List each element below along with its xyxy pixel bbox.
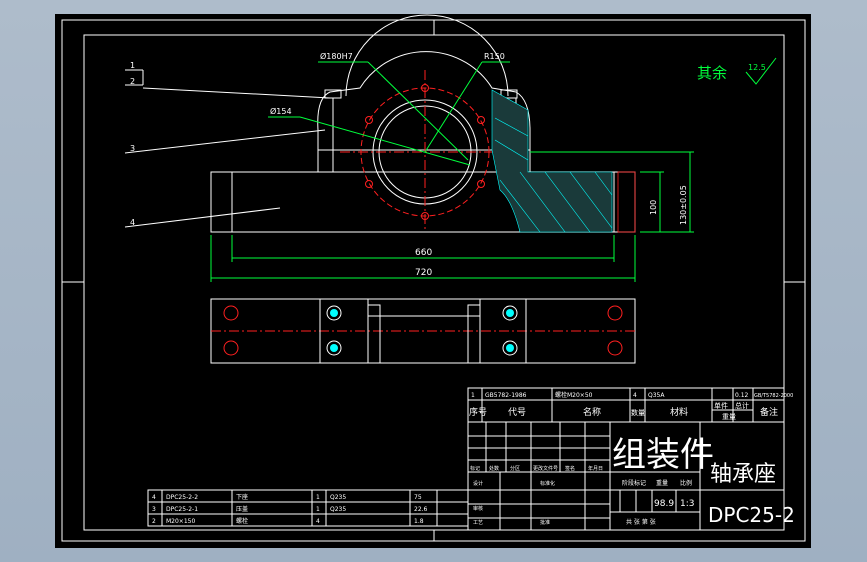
signature-labels: 设计 标准化 审核 工艺 批准 <box>473 480 555 526</box>
svg-text:批准: 批准 <box>540 519 550 526</box>
balloon-3: 3 <box>130 144 135 153</box>
roughness-note: 其余 <box>697 64 727 82</box>
dim-bolt-circle: Ø154 <box>270 106 292 116</box>
svg-text:Q35A: Q35A <box>648 392 665 399</box>
title-column-headers: 序号 代号 名称 数量 材料 单件 总计 重量 备注 <box>469 401 778 421</box>
sheet-label: 共 张 第 张 <box>626 518 656 526</box>
dim-radius: R150 <box>484 52 505 61</box>
svg-text:螺栓M20×50: 螺栓M20×50 <box>555 391 593 399</box>
svg-text:M20×150: M20×150 <box>166 518 195 525</box>
svg-text:22.6: 22.6 <box>414 506 428 513</box>
svg-text:名称: 名称 <box>583 406 601 418</box>
svg-text:压盖: 压盖 <box>236 505 248 513</box>
svg-text:2: 2 <box>152 518 156 525</box>
drawing-canvas: 其余 12.5 <box>61 14 806 542</box>
svg-text:重量: 重量 <box>722 413 736 421</box>
svg-text:1: 1 <box>316 506 320 513</box>
svg-text:总计: 总计 <box>735 401 749 410</box>
svg-text:0.12: 0.12 <box>735 392 749 399</box>
top-view <box>210 298 636 364</box>
assembly-title: 组装件 <box>612 435 714 475</box>
svg-text:1.8: 1.8 <box>414 518 424 525</box>
svg-text:单件: 单件 <box>714 401 728 410</box>
balloon-leaders <box>124 69 331 228</box>
scale-label: 比例 <box>680 479 692 487</box>
svg-text:签名: 签名 <box>565 465 575 472</box>
drawing-number: DPC25-2 <box>708 503 795 527</box>
revision-labels: 标记 处数 分区 更改文件号 签名 年月日 <box>470 465 603 472</box>
balloon-1: 1 <box>130 61 135 70</box>
svg-text:4: 4 <box>633 392 637 399</box>
mount-holes <box>223 305 623 356</box>
svg-text:数量: 数量 <box>631 408 645 417</box>
svg-text:75: 75 <box>414 494 422 501</box>
stage-label: 阶段标记 <box>622 479 646 487</box>
dim-bore: Ø180H7 <box>320 51 353 61</box>
svg-text:处数: 处数 <box>489 465 499 472</box>
svg-text:Q235: Q235 <box>330 494 346 501</box>
housing-body <box>317 51 531 172</box>
centering-marks <box>62 20 805 541</box>
part-name: 轴承座 <box>710 462 776 487</box>
title-header-row: 1 GB5782-1986 螺栓M20×50 4 Q35A 0.12 GB/T5… <box>471 391 793 399</box>
svg-text:工艺: 工艺 <box>473 520 483 526</box>
svg-text:3: 3 <box>152 506 156 513</box>
svg-text:4: 4 <box>152 494 156 501</box>
svg-text:标记: 标记 <box>470 465 480 472</box>
dim-660: 660 <box>415 248 432 258</box>
svg-text:代号: 代号 <box>508 407 526 418</box>
balloon-2: 2 <box>130 77 135 86</box>
svg-text:DPC25-2-1: DPC25-2-1 <box>166 506 198 513</box>
dim-130: 130±0.05 <box>679 185 688 225</box>
dimension-lines <box>210 61 694 282</box>
bom-row-3: 2 M20×150 螺栓 4 1.8 <box>152 517 424 525</box>
svg-text:DPC25-2-2: DPC25-2-2 <box>166 494 198 501</box>
bom-row-1: 4 DPC25-2-2 下座 1 Q235 75 <box>152 493 422 501</box>
svg-text:更改文件号: 更改文件号 <box>533 465 558 472</box>
weight-label: 重量 <box>656 479 668 487</box>
svg-text:序号: 序号 <box>469 406 487 418</box>
drawing-sheet[interactable]: 其余 12.5 <box>55 14 811 548</box>
svg-text:螺栓: 螺栓 <box>236 517 248 525</box>
front-view <box>210 14 636 233</box>
bom-table-grid <box>147 489 469 527</box>
svg-text:1: 1 <box>471 392 475 399</box>
dim-100: 100 <box>649 200 658 215</box>
section-hatch <box>491 89 613 233</box>
svg-text:下座: 下座 <box>236 493 248 501</box>
svg-text:备注: 备注 <box>760 406 778 418</box>
svg-text:Q235: Q235 <box>330 506 346 513</box>
svg-text:审核: 审核 <box>473 505 483 512</box>
scale-value: 1:3 <box>680 499 694 509</box>
bom-row-2: 3 DPC25-2-1 压盖 1 Q235 22.6 <box>152 505 428 513</box>
dim-720: 720 <box>415 268 432 278</box>
weight-value: 98.9 <box>654 499 674 509</box>
svg-text:标准化: 标准化 <box>540 480 555 487</box>
svg-text:年月日: 年月日 <box>588 465 603 472</box>
svg-text:GB5782-1986: GB5782-1986 <box>485 392 527 399</box>
balloon-4: 4 <box>130 218 135 227</box>
title-block-grid <box>467 387 785 531</box>
svg-text:GB/T5782-2000: GB/T5782-2000 <box>754 393 793 399</box>
svg-text:设计: 设计 <box>473 480 483 487</box>
cap-bolt-holes-top <box>326 305 518 356</box>
svg-text:1: 1 <box>316 494 320 501</box>
roughness-value: 12.5 <box>748 63 766 72</box>
svg-text:分区: 分区 <box>510 465 520 472</box>
svg-text:4: 4 <box>316 518 320 525</box>
roughness-symbol <box>745 57 777 85</box>
svg-text:材料: 材料 <box>670 406 688 418</box>
